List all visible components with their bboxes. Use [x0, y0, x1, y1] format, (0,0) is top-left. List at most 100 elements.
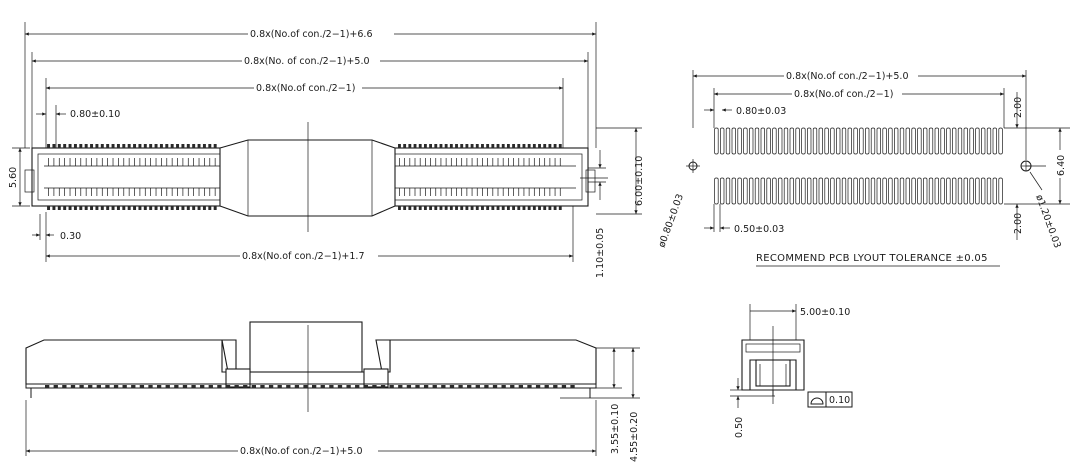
side-pin	[70, 385, 76, 388]
side-dim-height-1-label: 3.55±0.10	[610, 404, 621, 454]
pcb-pad-top	[952, 127, 957, 155]
bottom-pin-tooth	[176, 206, 180, 210]
side-pin	[251, 385, 257, 388]
side-pin	[234, 385, 239, 388]
pcb-pad-bottom	[992, 177, 997, 205]
pcb-dim-pad-width-label: 0.50±0.03	[734, 224, 784, 235]
pcb-pad-bottom	[899, 177, 905, 205]
side-pin	[329, 385, 334, 388]
top-pin-tooth	[517, 144, 521, 148]
side-pin	[122, 385, 127, 388]
bottom-pin-tooth	[506, 206, 510, 210]
end-dim-offset-label: 0.50	[734, 417, 745, 438]
top-pin-tooth	[553, 144, 557, 148]
dim-tail-label: 0.30	[60, 231, 81, 242]
top-pin-tooth	[90, 144, 94, 148]
pcb-pad-top	[899, 127, 905, 155]
side-pin	[131, 385, 136, 388]
bottom-pin-tooth	[116, 206, 120, 210]
pcb-pad-top	[841, 127, 847, 155]
pcb-pad-top	[975, 127, 980, 155]
pcb-pad-bottom	[981, 177, 986, 205]
pcb-dim-right-bottom-label: 2.00	[1013, 213, 1024, 234]
bottom-pin-tooth	[527, 206, 531, 210]
pcb-pad-rows	[714, 127, 1003, 205]
top-pin-tooth	[133, 144, 137, 148]
pcb-pad-top	[714, 127, 719, 155]
top-pin-tooth	[176, 144, 180, 148]
top-pin-tooth	[47, 144, 51, 148]
pcb-pad-bottom	[911, 177, 916, 205]
side-pin	[380, 385, 386, 388]
pcb-pad-top	[772, 127, 777, 155]
pcb-pad-bottom	[905, 177, 910, 205]
top-pin-tooth	[532, 144, 536, 148]
bottom-pin-tooth	[122, 206, 126, 210]
side-pin	[423, 385, 429, 388]
side-pin	[475, 385, 480, 388]
pcb-pad-top	[725, 127, 731, 155]
bottom-pin-tooth	[532, 206, 536, 210]
pcb-tolerance-note: RECOMMEND PCB LYOUT TOLERANCE ±0.05	[756, 253, 988, 264]
pcb-pad-bottom	[760, 177, 765, 205]
bottom-pin-tooth	[154, 206, 158, 210]
top-pin-tooth	[506, 144, 510, 148]
pcb-pad-top	[824, 127, 829, 155]
bottom-pin-tooth	[170, 206, 174, 210]
top-pin-tooth	[116, 144, 120, 148]
bottom-pin-tooth	[491, 206, 495, 210]
flatness-symbol-icon	[810, 397, 824, 405]
pcb-pad-bottom	[725, 177, 731, 205]
pcb-pad-top	[917, 127, 922, 155]
pcb-pad-top	[940, 127, 945, 155]
top-pin-tooth	[512, 144, 516, 148]
pcb-pad-bottom	[917, 177, 922, 205]
top-pin-tooth	[501, 144, 505, 148]
bottom-pin-tooth	[413, 206, 417, 210]
pcb-pad-bottom	[923, 177, 928, 205]
bottom-pin-tooth	[512, 206, 516, 210]
top-pin-tooth	[192, 144, 196, 148]
top-pin-tooth	[111, 144, 115, 148]
pcb-pad-top	[847, 127, 852, 155]
bottom-pin-tooth	[486, 206, 490, 210]
side-pin	[337, 385, 343, 388]
bottom-pin-tooth	[159, 206, 163, 210]
side-view-pins	[45, 385, 575, 388]
side-pin	[501, 385, 506, 388]
side-pin	[243, 385, 248, 388]
side-pin	[372, 385, 377, 388]
bottom-pin-tooth	[543, 206, 547, 210]
pcb-pad-bottom	[743, 177, 748, 205]
pcb-pad-bottom	[841, 177, 847, 205]
bottom-pin-tooth	[127, 206, 131, 210]
bottom-pin-tooth	[106, 206, 110, 210]
top-pin-tooth	[159, 144, 163, 148]
pcb-pad-bottom	[749, 177, 754, 205]
pcb-pad-bottom	[818, 177, 823, 205]
side-pin	[449, 385, 455, 388]
bottom-pin-tooth	[455, 206, 458, 210]
pcb-dim-inner-label: 0.8x(No.of con./2−1)	[794, 89, 893, 100]
pcb-pad-bottom	[836, 177, 841, 205]
pcb-pad-top	[882, 127, 887, 155]
bottom-pin-tooth	[558, 206, 562, 210]
bottom-pin-tooth	[63, 206, 67, 210]
side-pin	[148, 385, 153, 388]
side-pin	[217, 385, 222, 388]
side-pin	[535, 385, 541, 388]
pcb-pad-bottom	[731, 177, 736, 205]
side-pin	[312, 385, 317, 388]
bottom-pin-tooth	[165, 206, 169, 210]
dim-right-small-label: 1.10±0.05	[595, 228, 606, 278]
pcb-pad-top	[963, 127, 968, 155]
pcb-dim-right-total-label: 6.40	[1056, 155, 1067, 176]
bottom-pin-tooth	[149, 206, 153, 210]
top-pin-tooth	[543, 144, 547, 148]
pcb-pad-bottom	[998, 177, 1003, 205]
side-pin	[415, 385, 420, 388]
top-pin-tooth	[149, 144, 153, 148]
side-pin	[303, 385, 308, 388]
top-pin-tooth	[538, 144, 541, 148]
top-pin-tooth	[73, 144, 77, 148]
